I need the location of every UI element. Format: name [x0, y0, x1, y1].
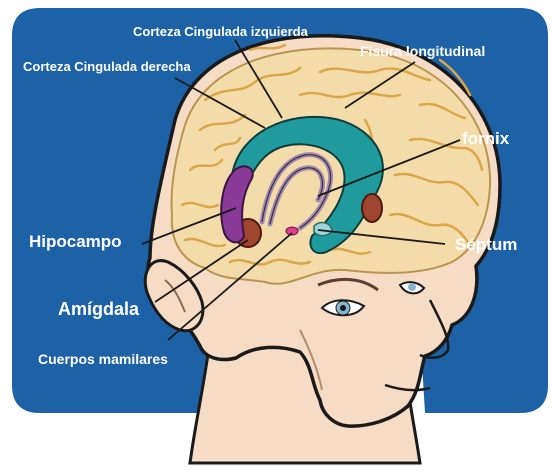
hippocampus: [220, 165, 254, 244]
mammillary-bodies: [285, 226, 299, 236]
label-cingulate-left: Corteza Cingulada izquierda: [133, 24, 308, 39]
label-septum: Séptum: [455, 235, 518, 254]
label-fornix: fornix: [462, 129, 510, 148]
label-amygdala: Amígdala: [58, 299, 140, 319]
label-mammillary-bodies: Cuerpos mamilares: [38, 351, 168, 367]
leader-lines: [141, 39, 461, 341]
label-cingulate-right: Corteza Cingulada derecha: [23, 59, 191, 74]
nose: [419, 299, 450, 359]
cingulate-cortex: [230, 116, 384, 255]
mouth: [384, 383, 431, 392]
posterior-structure: [361, 193, 383, 223]
eyebrow: [317, 277, 379, 292]
label-longitudinal-fissure: Fisura longitudinal: [360, 43, 486, 59]
label-hippocampus: Hipocampo: [29, 232, 122, 251]
septum: [313, 221, 333, 237]
